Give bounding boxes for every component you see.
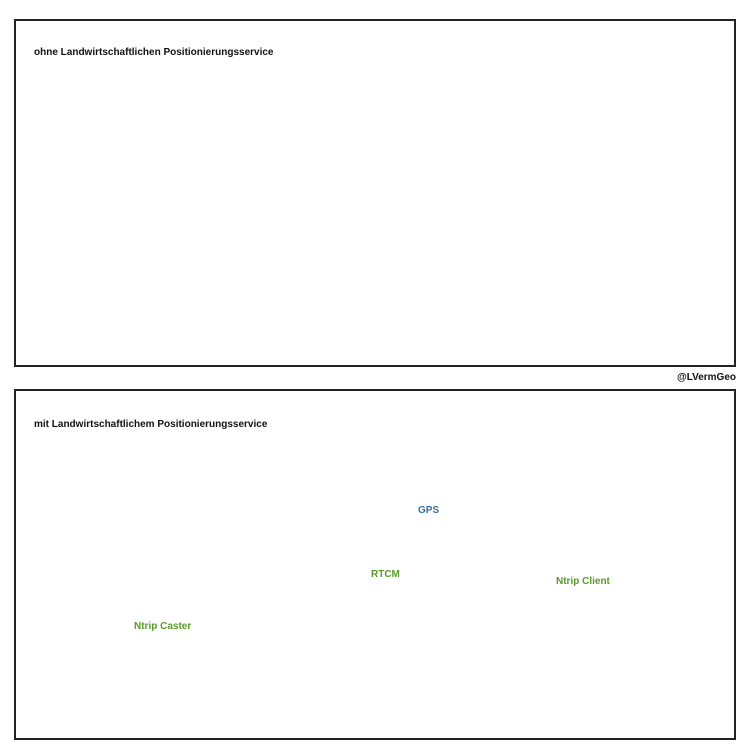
panel-with-service: mit Landwirtschaftlichem Positionierungs…	[14, 389, 736, 740]
panel-title-top: ohne Landwirtschaftlichen Positionierung…	[34, 47, 274, 58]
monitor-brand-label: LVermGeo	[84, 641, 124, 650]
rtcm-label: RTCM	[371, 569, 400, 580]
ntrip-caster-label: Ntrip Caster	[134, 621, 192, 632]
credit-label: @LVermGeo	[676, 372, 736, 383]
panel-without-service: ohne Landwirtschaftlichen Positionierung…	[14, 19, 736, 367]
ntrip-client-label: Ntrip Client	[556, 576, 610, 587]
panel-title-bottom: mit Landwirtschaftlichem Positionierungs…	[34, 419, 268, 430]
gps-label: GPS	[418, 505, 440, 516]
